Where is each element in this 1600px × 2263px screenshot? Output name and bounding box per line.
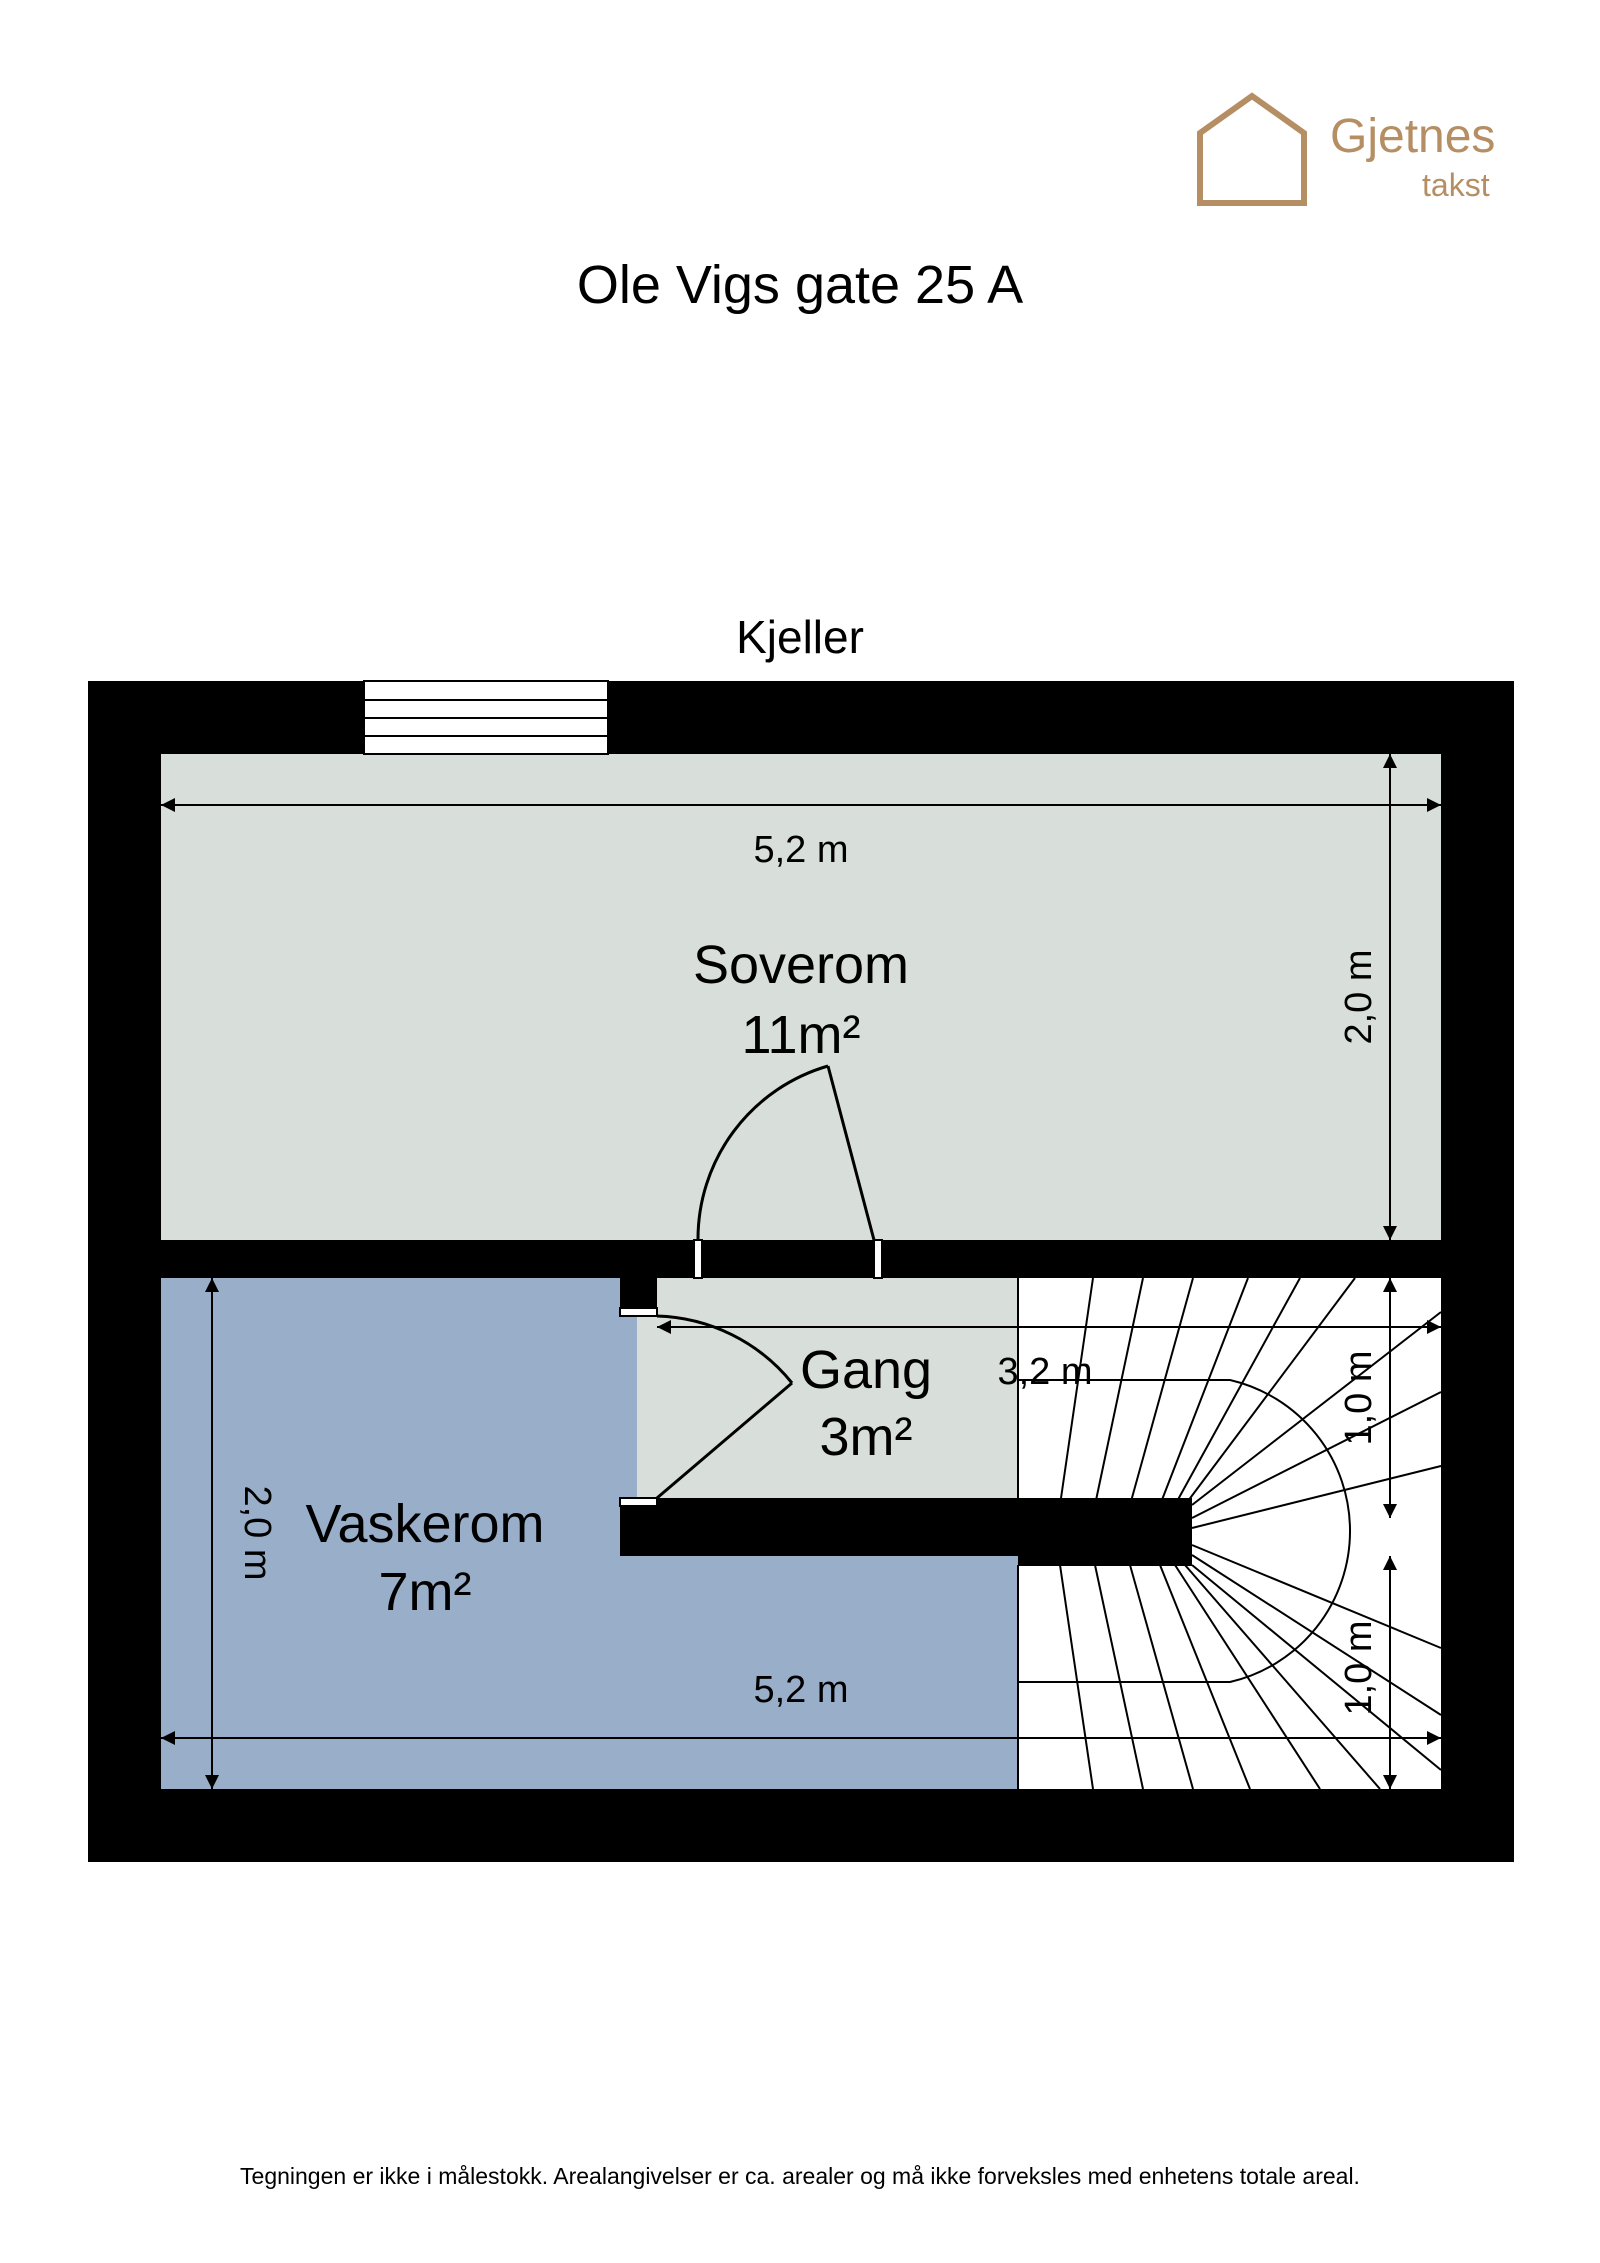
room-gang-area: 3m² xyxy=(820,1407,913,1467)
dim-vaskerom-width: 5,2 m xyxy=(753,1669,848,1711)
dim-soverom-width: 5,2 m xyxy=(753,829,848,871)
room-soverom-area: 11m² xyxy=(741,1005,860,1065)
wall-soverom-gang-left xyxy=(161,1240,694,1278)
dim-stair-upper: 1,0 m xyxy=(1338,1350,1380,1445)
dim-stair-lower: 1,0 m xyxy=(1338,1620,1380,1715)
wall-soverom-gang-right xyxy=(882,1240,1441,1278)
room-vaskerom-area: 7m² xyxy=(379,1562,472,1622)
brand-name: Gjetnes xyxy=(1330,110,1495,163)
stair-landing-bg xyxy=(1192,1505,1441,1565)
disclaimer: Tegningen er ikke i målestokk. Arealangi… xyxy=(240,2163,1360,2189)
dim-soverom-depth: 2,0 m xyxy=(1338,949,1380,1044)
room-gang xyxy=(637,1278,1018,1518)
dim-vaskerom-depth: 2,0 m xyxy=(236,1485,278,1580)
dim-gang-width: 3,2 m xyxy=(997,1351,1092,1393)
door-vaskerom-swing xyxy=(656,1314,794,1384)
dimension-lines xyxy=(161,754,1441,1789)
room-vaskerom xyxy=(161,1278,1018,1789)
address-title: Ole Vigs gate 25 A xyxy=(576,255,1024,315)
door-soverom-swing xyxy=(696,1064,829,1241)
brand-logo: Gjetnes takst xyxy=(1190,88,1530,218)
room-soverom xyxy=(161,754,1441,1240)
house-icon xyxy=(1197,92,1307,206)
stair-treads xyxy=(1017,1277,1442,1790)
wall-gang-vaskerom-bottom xyxy=(620,1498,1192,1556)
door-vaskerom-leaf xyxy=(656,1381,793,1500)
door-soverom-leaf xyxy=(826,1065,876,1241)
floor-title: Kjeller xyxy=(736,611,864,663)
brand-sub: takst xyxy=(1422,167,1490,203)
room-gang-name: Gang xyxy=(800,1340,932,1400)
room-soverom-name: Soverom xyxy=(693,935,909,995)
room-vaskerom-name: Vaskerom xyxy=(305,1494,544,1554)
